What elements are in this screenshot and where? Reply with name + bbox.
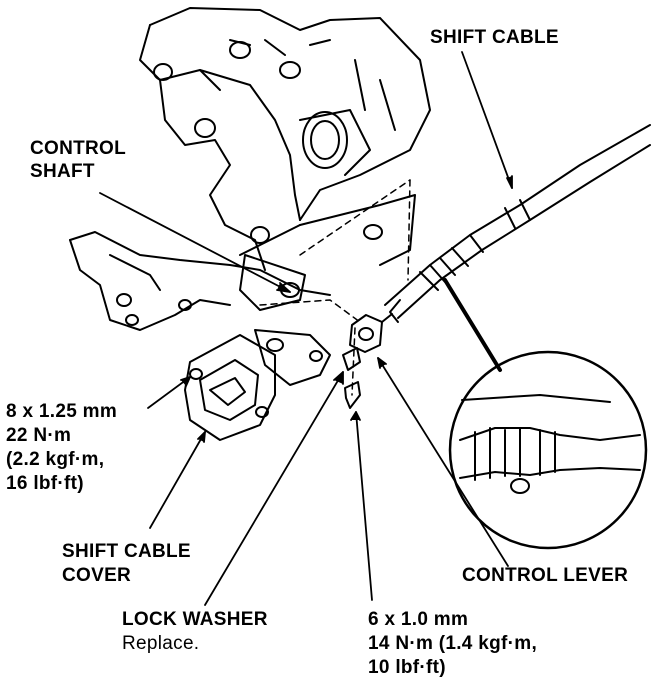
label-bolt-right-size: 6 x 1.0 mm <box>368 609 469 630</box>
label-bolt-right-torque: 14 N·m (1.4 kgf·m, <box>368 633 538 654</box>
leader-lines <box>99 51 513 606</box>
label-control-lever: CONTROL LEVER <box>462 565 629 586</box>
label-control-shaft-line1: CONTROL <box>30 138 127 159</box>
leader-shift-cable <box>461 51 513 189</box>
label-bolt-right-lbf: 10 lbf·ft) <box>368 657 446 678</box>
transmission-housing <box>139 7 431 271</box>
control-shaft-bracket <box>239 254 331 386</box>
label-bolt-left-kgf: (2.2 kgf·m, <box>6 449 105 470</box>
shift-cable-part <box>384 124 651 323</box>
label-bolt-left-torque: 22 N·m <box>6 425 72 446</box>
label-lock-washer-note: Replace. <box>122 633 200 654</box>
control-lever-part <box>342 313 393 409</box>
detail-magnifier <box>443 278 648 550</box>
lock-washer-part <box>342 347 361 371</box>
label-bolt-left-lbf: 16 lbf·ft) <box>6 473 84 494</box>
leader-lock-washer <box>204 371 344 606</box>
label-lock-washer: LOCK WASHER <box>122 609 268 630</box>
label-shift-cable: SHIFT CABLE <box>430 27 559 48</box>
label-control-shaft-line2: SHAFT <box>30 161 95 182</box>
label-shift-cable-cover-line1: SHIFT CABLE <box>62 541 191 562</box>
leader-control-lever <box>377 357 509 567</box>
label-bolt-left-size: 8 x 1.25 mm <box>6 401 118 422</box>
leader-bolt-6mm <box>355 411 373 601</box>
leader-shift-cable-cover <box>149 431 206 529</box>
bolt-6mm-part <box>344 381 361 409</box>
label-shift-cable-cover-line2: COVER <box>62 565 132 586</box>
shift-cable-cover-part <box>184 334 276 441</box>
leader-control-shaft <box>99 192 291 293</box>
housing-flange <box>69 194 416 331</box>
